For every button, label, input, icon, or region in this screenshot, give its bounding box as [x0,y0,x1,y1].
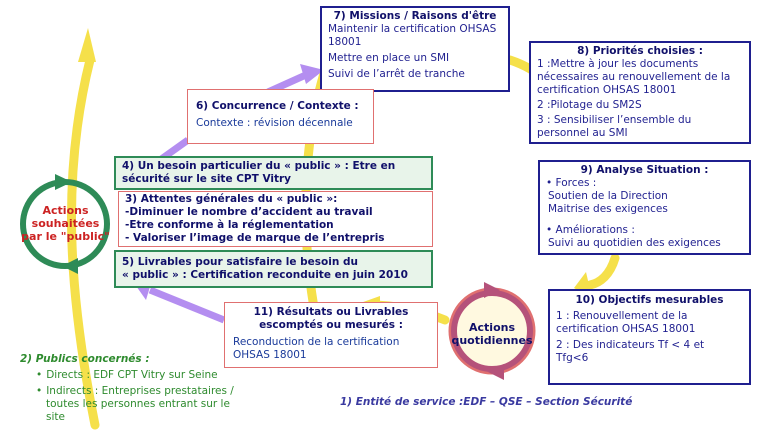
box-resultats-line: Reconduction de la certification [233,336,400,348]
yellow-arc-left [67,55,100,430]
box-objectifs: 10) Objectifs mesurables 1 : Renouvellem… [548,289,751,385]
box-resultats-title: escomptés ou mesurés : [259,319,403,331]
box-objectifs-line: 1 : Renouvellement de la [556,310,688,322]
publics-item-text: Indirects : Entreprises prestataires / [46,385,234,397]
circle-left-line: Actions [42,204,89,217]
bullet-icon: • [36,385,43,397]
box-besoin-line: 4) Un besoin particulier du « public » :… [122,160,396,172]
purple-arrowhead-circle-bottom [488,364,504,380]
box-resultats: 11) Résultats ou Livrables escomptés ou … [224,302,438,368]
box-objectifs-line: Tfg<6 [556,352,589,364]
circle-right-line: Actions [469,321,515,334]
publics-item-indirects: •Indirects : Entreprises prestataires / [20,385,280,398]
bullet-icon: • [36,369,43,381]
entity-label: 1) Entité de service :EDF – QSE – Sectio… [340,396,633,408]
box-priorites-line: 3 : Sensibiliser l’ensemble du [537,114,692,126]
purple-arrowhead-circle-top [484,282,500,298]
box-resultats-title: 11) Résultats ou Livrables [253,306,409,318]
publics-item-indirects-cont: site [46,411,65,423]
box-objectifs-line: certification OHSAS 18001 [556,323,696,335]
yellow-arrowhead-left [78,28,96,62]
box-analyse: 9) Analyse Situation : • Forces : Soutie… [538,160,751,255]
box-priorites-line: personnel au SMI [537,127,628,139]
box-attentes-line: -Diminuer le nombre d’accident au travai… [125,206,373,218]
box-priorites-line: certification OHSAS 18001 [537,84,677,96]
box-objectifs-line: 2 : Des indicateurs Tf < 4 et [556,339,705,351]
circle-left-label: Actions souhaitées par le "public" [18,204,113,243]
box-missions-line: Maintenir la certification OHSAS [328,23,497,35]
publics-block: 2) Publics concernés : •Directs : EDF CP… [20,353,280,424]
circle-left-line: par le "public" [21,230,110,243]
box-missions-line: 18001 [328,36,362,48]
box-missions-line: Suivi de l’arrêt de tranche [328,68,465,80]
purple-arrowhead-top [300,64,324,84]
box-concurrence: 6) Concurrence / Contexte : Contexte : r… [187,89,374,144]
circle-left-line: souhaitées [31,217,100,230]
purple-arrow-bottom [148,286,226,324]
circle-right-line: quotidiennes [451,334,533,347]
box-missions-line: Mettre en place un SMI [328,52,450,64]
box-missions: 7) Missions / Raisons d'être Maintenir l… [320,6,510,92]
box-analyse-title: 9) Analyse Situation : [580,164,709,176]
box-objectifs-title: 10) Objectifs mesurables [575,294,724,306]
box-analyse-forces-label: • Forces : [546,177,597,189]
publics-item-text: Directs : EDF CPT Vitry sur Seine [46,369,218,381]
box-priorites-line: nécessaires au renouvellement de la [537,71,731,83]
green-arrowhead-top [55,174,72,190]
box-concurrence-title: 6) Concurrence / Contexte : [196,100,359,112]
box-besoin-particulier: 4) Un besoin particulier du « public » :… [114,156,433,190]
box-livrables-line: « public » : Certification reconduite en… [122,269,408,281]
box-attentes: 3) Attentes générales du « public »: -Di… [118,191,433,247]
box-attentes-line: - Valoriser l’image de marque de l’entre… [125,232,385,244]
box-attentes-title: 3) Attentes générales du « public »: [125,193,338,205]
box-concurrence-line: Contexte : révision décennale [196,117,353,129]
box-attentes-line: -Etre conforme à la réglementation [125,219,334,231]
box-priorites-line: 1 :Mettre à jour les documents [537,58,699,70]
box-priorites-line: 2 :Pilotage du SM2S [537,99,642,111]
circle-right-label: Actions quotidiennes [447,321,537,347]
box-priorites-title: 8) Priorités choisies : [577,45,703,57]
yellow-arc-right [585,253,620,290]
publics-item-directs: •Directs : EDF CPT Vitry sur Seine [20,369,280,382]
box-priorites: 8) Priorités choisies : 1 :Mettre à jour… [529,41,751,144]
box-analyse-amelio-label: • Améliorations : [546,224,635,236]
box-livrables-line: 5) Livrables pour satisfaire le besoin d… [122,256,358,268]
box-analyse-forces: Maitrise des exigences [548,203,668,215]
box-livrables: 5) Livrables pour satisfaire le besoin d… [114,250,433,288]
box-analyse-amelio: Suivi au quotidien des exigences [548,237,721,249]
publics-item-indirects-cont: toutes les personnes entrant sur le [46,398,230,410]
green-arrowhead-bottom [62,258,78,274]
box-analyse-forces: Soutien de la Direction [548,190,668,202]
box-resultats-line: OHSAS 18001 [233,349,307,361]
publics-title: 2) Publics concernés : [20,353,150,365]
box-missions-title: 7) Missions / Raisons d'être [333,10,497,22]
box-besoin-line: sécurité sur le site CPT Vitry [122,173,292,185]
